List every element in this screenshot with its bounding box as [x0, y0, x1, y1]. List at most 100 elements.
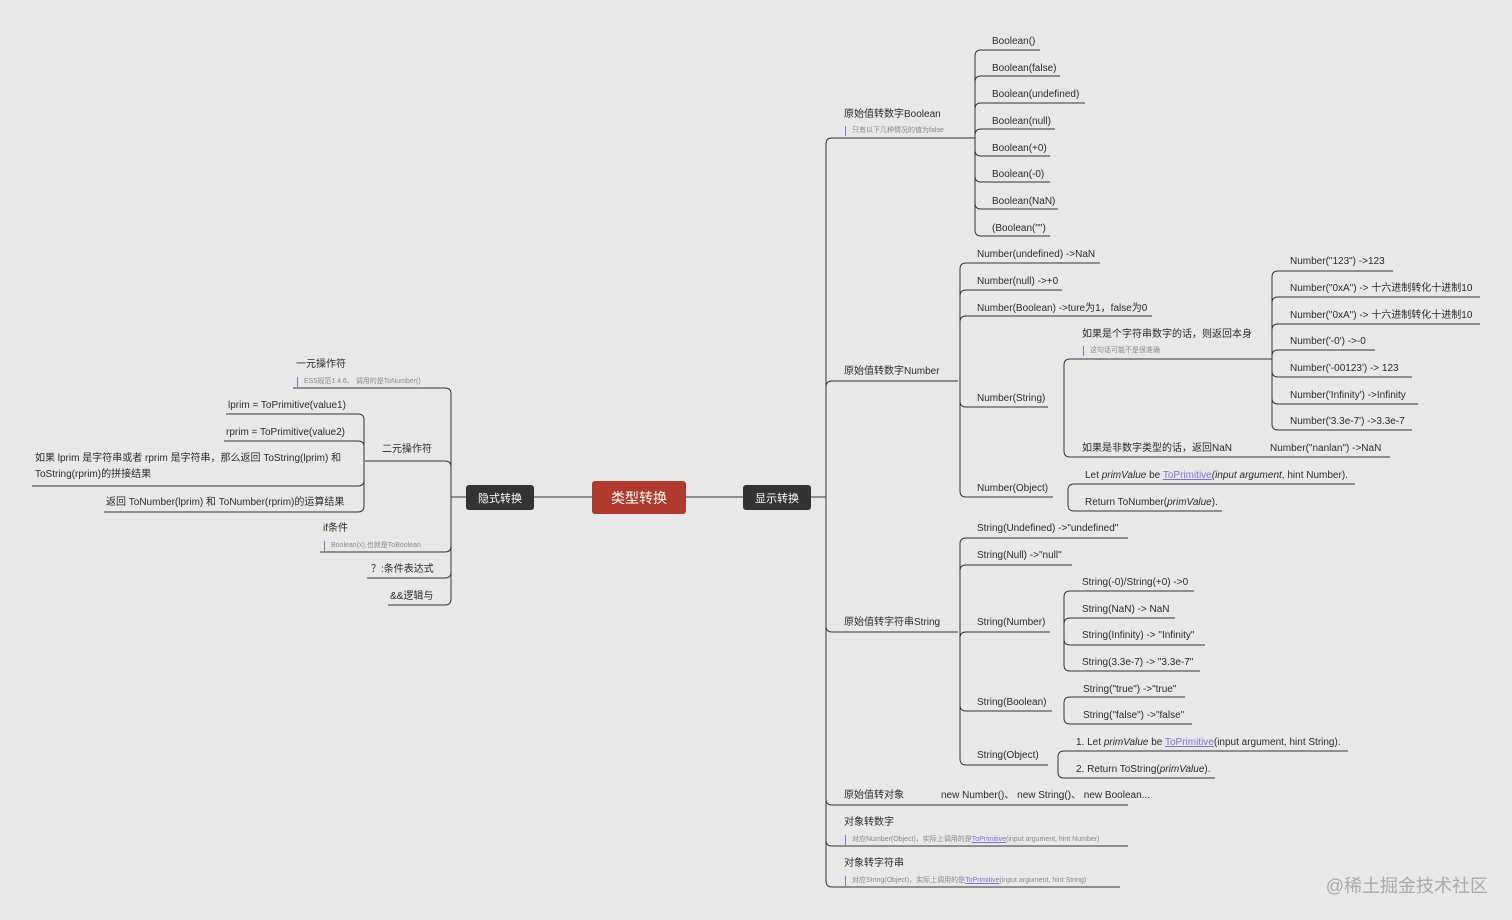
root-node[interactable]: 类型转换	[592, 481, 686, 514]
number-string-item[interactable]: Number("0xA") -> 十六进制转化十进制10	[1290, 310, 1473, 321]
connector	[1271, 270, 1393, 359]
numeric-string-label[interactable]: 如果是个字符串数字的话，则返回本身	[1082, 329, 1252, 340]
boolean-label[interactable]: 原始值转数字Boolean	[844, 109, 941, 120]
connector	[959, 564, 1072, 632]
if-label[interactable]: if条件	[323, 523, 348, 534]
binary-item-2[interactable]: rprim = ToPrimitive(value2)	[226, 427, 346, 438]
string-object-step-1[interactable]: 1. Let primValue be ToPrimitive(input ar…	[1076, 737, 1341, 749]
number-object-step-1[interactable]: Let primValue be ToPrimitive(input argum…	[1085, 470, 1348, 482]
connector	[1063, 696, 1185, 711]
string-number-item[interactable]: String(NaN) -> NaN	[1082, 604, 1170, 615]
string-label[interactable]: 原始值转字符串String	[844, 617, 941, 628]
connector	[974, 75, 1060, 138]
number-string-item[interactable]: Number('-0') ->-0	[1290, 336, 1366, 347]
unary-note: ES5规范1.4.6、 调用的是ToNumber()	[297, 377, 421, 387]
unary-label[interactable]: 一元操作符	[296, 359, 346, 370]
watermark: @稀土掘金技术社区	[1325, 876, 1488, 896]
numeric-string-note: 这句话可能不是很准确	[1083, 346, 1160, 356]
boolean-item[interactable]: Boolean(-0)	[992, 169, 1045, 180]
string-null[interactable]: String(Null) ->"null"	[977, 550, 1062, 561]
connector	[1271, 296, 1480, 359]
boolean-item[interactable]: Boolean(null)	[992, 116, 1051, 127]
connector	[959, 632, 1048, 766]
connector	[1063, 407, 1262, 458]
number-null[interactable]: Number(null) ->+0	[977, 276, 1059, 287]
text: be	[1148, 737, 1165, 748]
number-undefined[interactable]: Number(undefined) ->NaN	[977, 249, 1096, 260]
connector	[974, 128, 1055, 138]
string-number-item[interactable]: String(3.3e-7) -> "3.3e-7"	[1082, 657, 1194, 668]
string-boolean-label[interactable]: String(Boolean)	[977, 697, 1047, 708]
boolean-item[interactable]: Boolean(undefined)	[992, 89, 1080, 100]
boolean-note: 只有以下几种情况的值为false	[845, 126, 944, 136]
to-object-value[interactable]: new Number()、 new String()、 new Boolean.…	[941, 790, 1150, 801]
boolean-item[interactable]: Boolean()	[992, 36, 1036, 47]
string-number-item[interactable]: String(-0)/String(+0) ->0	[1082, 577, 1189, 588]
ternary-label[interactable]: ？:条件表达式	[371, 564, 434, 575]
nonnumeric-string-item[interactable]: Number("nanlan") ->NaN	[1270, 443, 1382, 454]
connector	[825, 497, 1120, 888]
binary-item-4[interactable]: 返回 ToNumber(lprim) 和 ToNumber(rprim)的运算结…	[106, 497, 345, 508]
text: be	[1146, 470, 1163, 481]
implicit-node[interactable]: 隐式转换	[466, 485, 534, 510]
number-object-step-2[interactable]: Return ToNumber(primValue).	[1085, 497, 1218, 509]
text: (input argument	[1211, 470, 1282, 481]
number-object-label[interactable]: Number(Object)	[977, 483, 1049, 494]
toprimitive-link[interactable]: ToPrimitive	[971, 836, 1007, 843]
connector	[959, 537, 1128, 632]
connector	[293, 387, 452, 497]
text: ).	[1204, 764, 1211, 775]
connector	[974, 138, 1050, 237]
obj-to-string-label[interactable]: 对象转字符串	[844, 858, 904, 869]
connector	[1067, 497, 1222, 512]
text: 2. Return ToString(	[1076, 764, 1160, 775]
string-object-label[interactable]: String(Object)	[977, 750, 1039, 761]
boolean-item[interactable]: (Boolean("")	[992, 223, 1046, 234]
text: Return ToNumber(	[1085, 497, 1168, 508]
toprimitive-link[interactable]: ToPrimitive	[965, 877, 1000, 884]
number-string-item[interactable]: Number('3.3e-7') ->3.3e-7	[1290, 416, 1405, 427]
boolean-item[interactable]: Boolean(+0)	[992, 143, 1047, 154]
number-string-item[interactable]: Number('-00123') -> 123	[1290, 363, 1399, 374]
string-boolean-item[interactable]: String("true") ->"true"	[1083, 684, 1177, 695]
number-label[interactable]: 原始值转数字Number	[844, 366, 940, 377]
connector	[388, 497, 452, 606]
binary-item-3[interactable]: 如果 lprim 是字符串或者 rprim 是字符串，那么返回 ToString…	[35, 453, 342, 480]
obj-to-number-label[interactable]: 对象转数字	[844, 817, 894, 828]
number-string-label[interactable]: Number(String)	[977, 393, 1046, 404]
string-boolean-item[interactable]: String("false") ->"false"	[1083, 710, 1185, 721]
connector	[974, 49, 1040, 138]
toprimitive-link[interactable]: ToPrimitive	[1162, 470, 1212, 481]
string-number-item[interactable]: String(Infinity) -> "Infinity"	[1082, 630, 1195, 641]
connector	[1063, 590, 1194, 632]
nonnumeric-string-label[interactable]: 如果是非数字类型的话，返回NaN	[1082, 443, 1233, 454]
connector	[959, 289, 1062, 381]
connector	[974, 102, 1085, 138]
number-string-item[interactable]: Number("123") ->123	[1290, 256, 1385, 267]
string-number-label[interactable]: String(Number)	[977, 617, 1046, 628]
connector	[226, 413, 365, 461]
to-object-label[interactable]: 原始值转对象	[844, 790, 904, 801]
connector	[1271, 359, 1412, 431]
text: 对应Number(Object)，实际上调用的是	[852, 836, 972, 843]
connector	[825, 380, 958, 497]
string-object-step-2[interactable]: 2. Return ToString(primValue).	[1076, 764, 1211, 776]
explicit-node[interactable]: 显示转换	[743, 485, 811, 510]
if-note: Boolean(x),也就是ToBoolean	[324, 541, 421, 551]
boolean-item[interactable]: Boolean(NaN)	[992, 196, 1056, 207]
text: (input argument, hint String).	[1213, 737, 1341, 748]
number-string-item[interactable]: Number('Infinity') ->Infinity	[1290, 390, 1406, 401]
connector	[959, 631, 1050, 639]
string-undefined[interactable]: String(Undefined) ->"undefined"	[977, 523, 1119, 534]
text: 对应String(Object)，实际上调用的是	[852, 877, 966, 884]
boolean-item[interactable]: Boolean(false)	[992, 63, 1057, 74]
text: , hint Number).	[1281, 470, 1348, 481]
binary-item-1[interactable]: lprim = ToPrimitive(value1)	[228, 400, 346, 411]
and-label[interactable]: &&逻辑与	[390, 591, 434, 602]
toprimitive-link[interactable]: ToPrimitive	[1164, 737, 1214, 748]
number-string-item[interactable]: Number("0xA") -> 十六进制转化十进制10	[1290, 283, 1473, 294]
binary-label[interactable]: 二元操作符	[382, 444, 432, 455]
number-boolean[interactable]: Number(Boolean) ->ture为1，false为0	[977, 303, 1148, 314]
